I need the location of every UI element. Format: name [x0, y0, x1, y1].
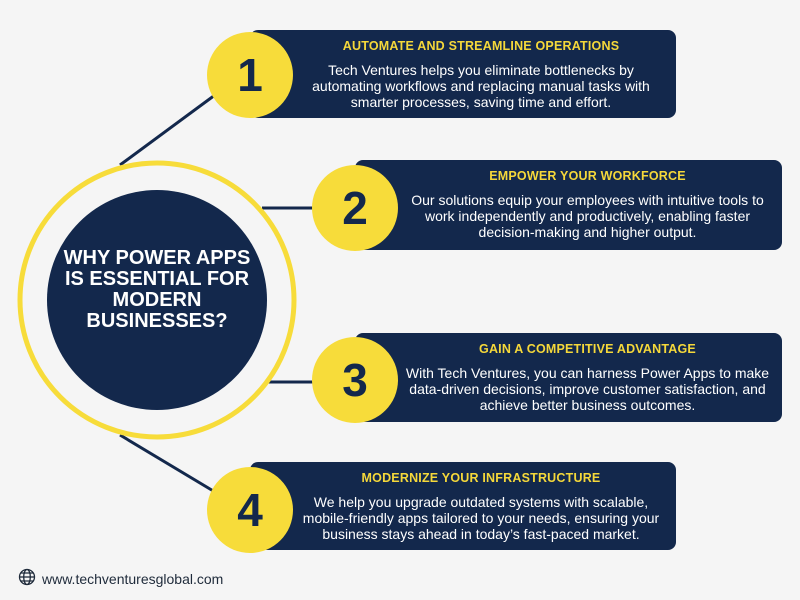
center-circle	[47, 190, 267, 410]
item-title: GAIN A COMPETITIVE ADVANTAGE	[479, 342, 696, 356]
connector-line-1	[119, 93, 216, 167]
item-description: Tech Ventures helps you eliminate bottle…	[312, 62, 650, 110]
number-badge-3: 3	[312, 337, 398, 423]
connector-line-4	[119, 433, 216, 494]
item-card-3: GAIN A COMPETITIVE ADVANTAGE With Tech V…	[355, 333, 782, 422]
globe-icon	[18, 568, 36, 589]
website-link[interactable]: www.techventuresglobal.com	[42, 570, 224, 587]
item-card-4: MODERNIZE YOUR INFRASTRUCTURE We help yo…	[250, 462, 676, 550]
item-title: MODERNIZE YOUR INFRASTRUCTURE	[361, 471, 601, 485]
center-title: WHY POWER APPS IS ESSENTIAL FOR MODERN B…	[63, 247, 251, 332]
item-description: With Tech Ventures, you can harness Powe…	[405, 365, 770, 413]
item-card-1: AUTOMATE AND STREAMLINE OPERATIONS Tech …	[250, 30, 676, 118]
number-badge-2: 2	[312, 165, 398, 251]
item-card-2: EMPOWER YOUR WORKFORCE Our solutions equ…	[355, 160, 782, 250]
number-badge-4: 4	[207, 467, 293, 553]
item-description: Our solutions equip your employees with …	[411, 192, 764, 240]
number-badge-1: 1	[207, 32, 293, 118]
footer: www.techventuresglobal.com	[18, 568, 223, 589]
item-title: AUTOMATE AND STREAMLINE OPERATIONS	[342, 39, 620, 53]
item-title: EMPOWER YOUR WORKFORCE	[489, 169, 686, 183]
item-description: We help you upgrade outdated systems wit…	[302, 494, 660, 542]
